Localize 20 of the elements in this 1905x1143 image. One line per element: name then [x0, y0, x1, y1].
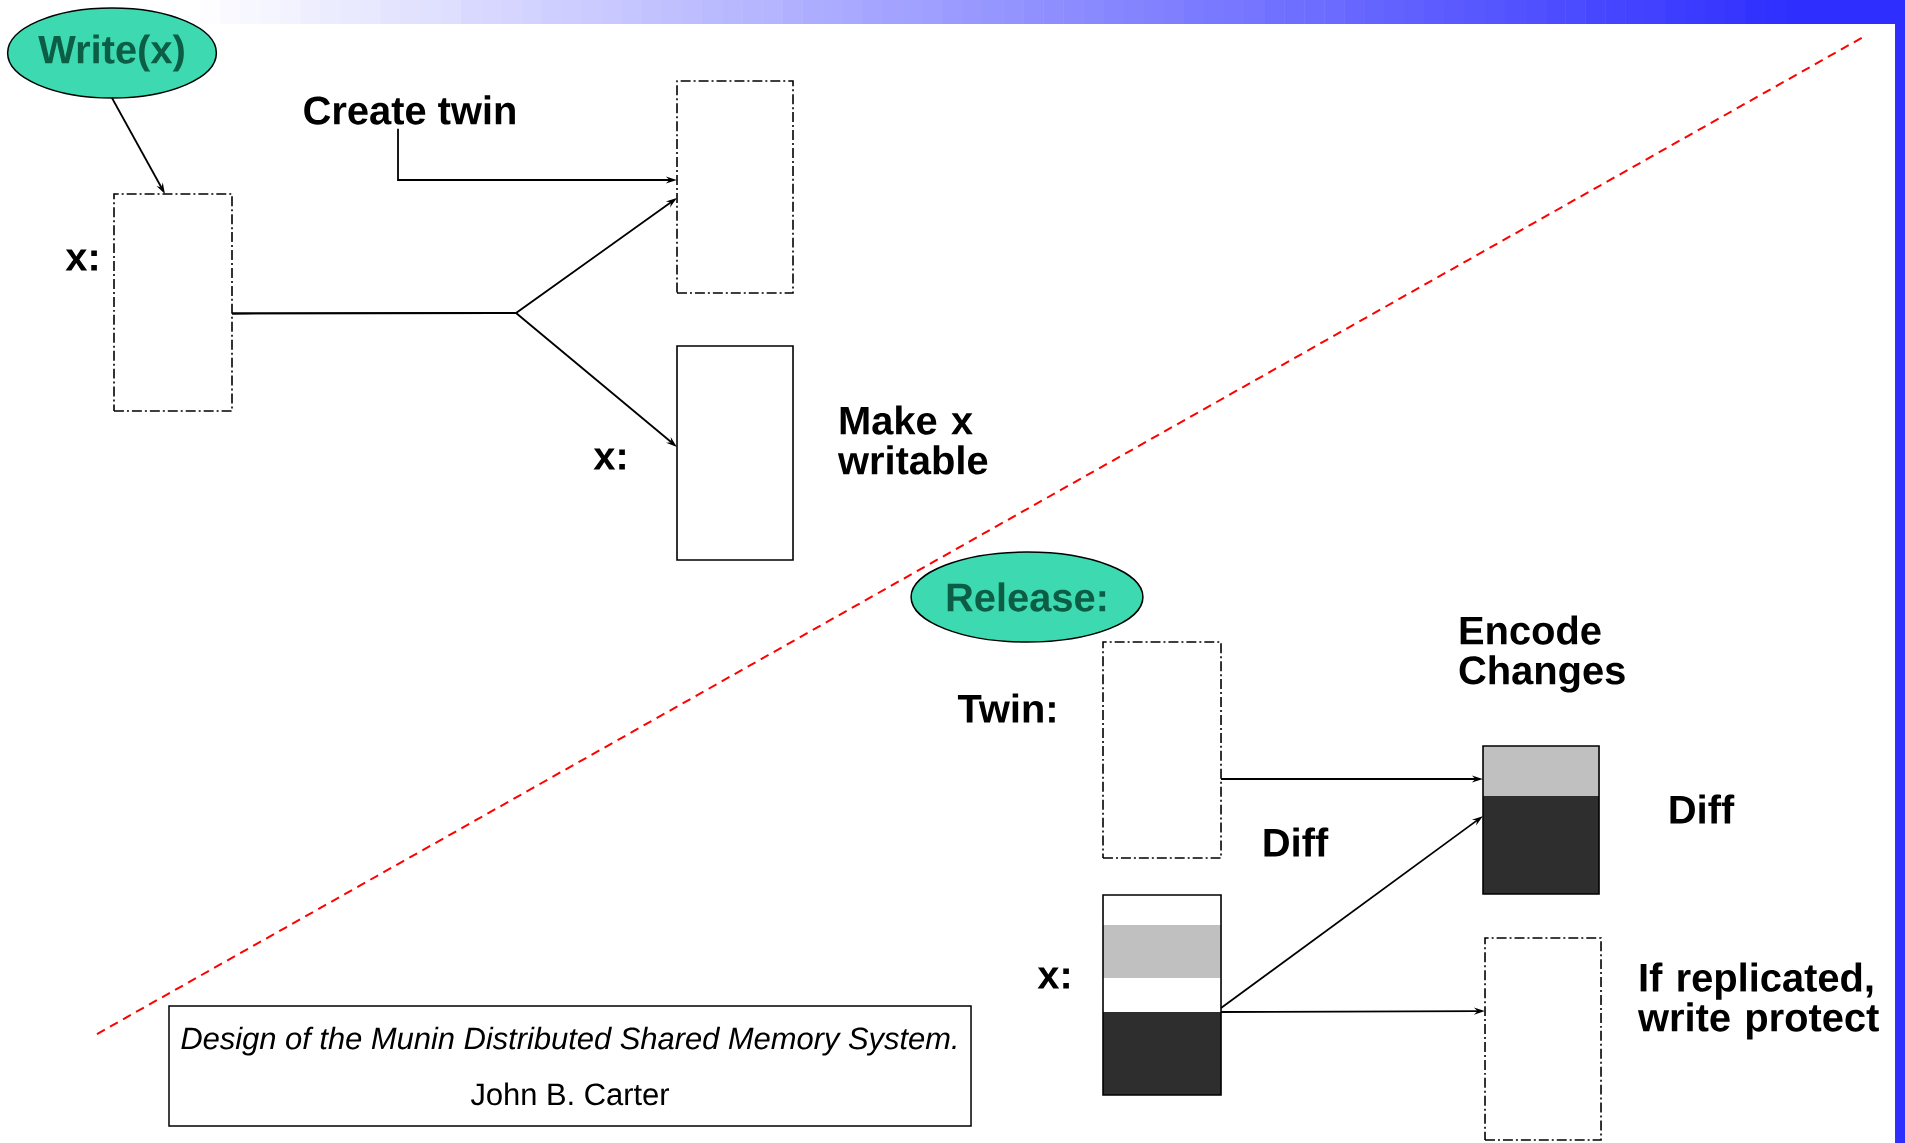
box-label: x:	[65, 249, 97, 271]
box-label: Twin:	[957, 693, 1055, 723]
step-label: Create twin	[304, 95, 515, 125]
box-label: x:	[593, 448, 625, 470]
memory-page-box	[1102, 641, 1222, 859]
memory-page-box	[1484, 937, 1602, 1141]
memory-page-box	[113, 193, 233, 412]
memory-page-box	[676, 345, 794, 561]
diff-box	[1482, 745, 1600, 895]
box-label: Diff	[1670, 794, 1735, 824]
citation-box: Design of the Munin Distributed Shared Memory System. John B. Carter	[168, 1005, 972, 1127]
oval-label: Write(x)	[6, 7, 218, 99]
box-label: x:	[1037, 967, 1069, 989]
box-label: Encode Changes	[1459, 615, 1625, 693]
box-label: Make x writable	[837, 405, 988, 475]
box-label: If replicated, write protect	[1637, 962, 1879, 1040]
memory-page-box	[1102, 894, 1222, 1096]
oval-label: Release:	[910, 551, 1144, 643]
text-label: Diff	[1264, 827, 1329, 857]
memory-page-box	[676, 80, 794, 294]
